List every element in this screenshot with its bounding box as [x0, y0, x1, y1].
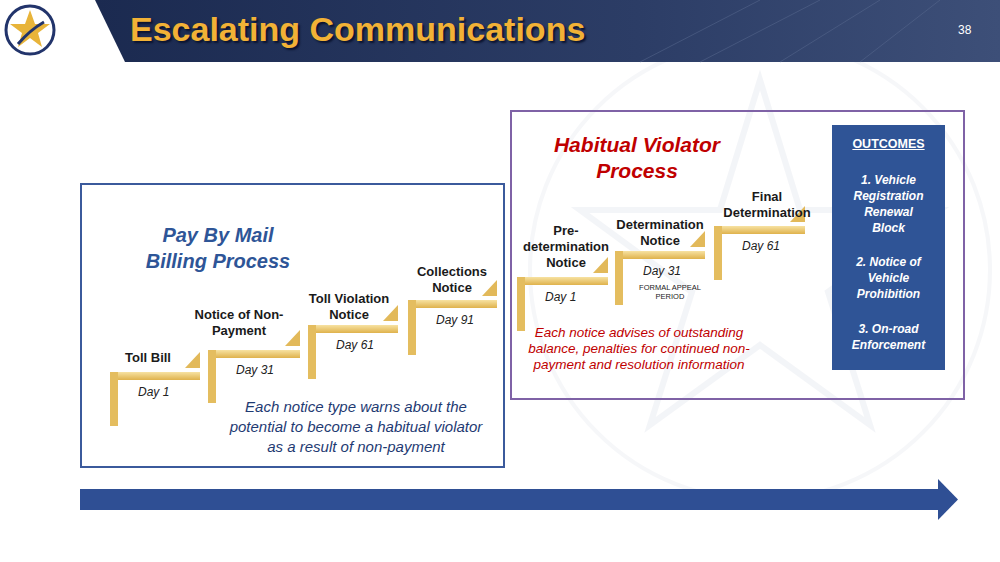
slide-title: Escalating Communications — [130, 9, 585, 49]
panel-note: Each notice advises of outstanding balan… — [520, 325, 758, 373]
step-bar — [308, 325, 398, 333]
step-label: Final Determination — [717, 189, 817, 221]
outcome-item: 2. Notice of Vehicle Prohibition — [848, 254, 929, 302]
step-node: Pre-determination NoticeDay 1 — [517, 277, 608, 331]
step-corner — [383, 305, 398, 321]
logo — [6, 6, 54, 54]
step-bar — [110, 372, 200, 380]
step-riser — [208, 350, 216, 403]
step-shape — [110, 372, 200, 426]
outcome-item: 1. Vehicle Registration Renewal Block — [848, 172, 929, 236]
step-bar — [714, 226, 805, 234]
page-number: 38 — [958, 23, 971, 37]
watermark-ring — [530, 40, 990, 500]
step-corner — [690, 231, 705, 247]
step-corner — [593, 257, 608, 273]
step-riser — [517, 277, 525, 331]
arrow-head — [938, 479, 958, 520]
process-panel: Pay By Mail Billing ProcessEach notice t… — [80, 183, 505, 468]
day-label: Day 61 — [336, 338, 374, 352]
step-shape — [308, 325, 398, 379]
step-riser — [408, 300, 416, 355]
step-label: Notice of Non-Payment — [184, 307, 294, 339]
day-label: Day 31 — [236, 363, 274, 377]
logo-star — [10, 10, 50, 47]
step-corner — [185, 352, 200, 368]
step-label: Toll Bill — [98, 350, 198, 366]
header-line — [780, 0, 880, 62]
step-node: Final DeterminationDay 61 — [714, 226, 805, 280]
watermark-star — [530, 40, 990, 500]
day-label: Day 61 — [742, 239, 780, 253]
timeline-arrow — [80, 479, 958, 520]
step-label: Pre-determination Notice — [516, 223, 616, 271]
step-node: Determination NoticeDay 31FORMAL APPEAL … — [615, 251, 705, 305]
step-shape — [714, 226, 805, 280]
step-corner — [285, 330, 300, 346]
step-riser — [110, 372, 118, 426]
step-label: Toll Violation Notice — [294, 291, 404, 323]
step-riser — [615, 251, 623, 305]
outcomes-heading: OUTCOMES — [832, 137, 945, 152]
step-node: Toll BillDay 1 — [110, 372, 200, 426]
step-bar — [615, 251, 705, 259]
panel-note: Each notice type warns about the potenti… — [220, 397, 492, 457]
step-corner — [482, 280, 497, 296]
step-node: Notice of Non-PaymentDay 31 — [208, 350, 300, 403]
step-bar — [208, 350, 300, 358]
arrow-shaft — [80, 489, 942, 510]
step-bar — [408, 300, 497, 308]
header-texture — [640, 0, 940, 62]
process-panel: Habitual Violator ProcessEach notice adv… — [510, 110, 965, 400]
panel-title: Pay By Mail Billing Process — [138, 222, 298, 274]
logo-ring — [6, 6, 54, 54]
day-label: Day 31 — [643, 264, 681, 278]
day-label: Day 1 — [138, 385, 169, 399]
logo-swoosh — [18, 22, 44, 44]
appeal-period-label: FORMAL APPEAL PERIOD — [633, 283, 707, 301]
step-label: Collections Notice — [407, 264, 497, 296]
day-label: Day 1 — [545, 290, 576, 304]
outcomes-box: OUTCOMES 1. Vehicle Registration Renewal … — [832, 125, 945, 370]
step-label: Determination Notice — [610, 217, 710, 249]
day-label: Day 91 — [436, 313, 474, 327]
step-shape — [517, 277, 608, 331]
outcome-item: 3. On-road Enforcement — [844, 321, 933, 353]
panel-title: Habitual Violator Process — [542, 132, 732, 184]
step-bar — [517, 277, 608, 285]
step-riser — [308, 325, 316, 379]
step-shape — [408, 300, 497, 355]
header-line — [700, 0, 820, 62]
header-band — [95, 0, 1000, 62]
step-node: Toll Violation NoticeDay 61 — [308, 325, 398, 379]
header-line — [860, 0, 940, 62]
step-riser — [714, 226, 722, 280]
header-line — [640, 0, 760, 62]
step-node: Collections NoticeDay 91 — [408, 300, 497, 355]
